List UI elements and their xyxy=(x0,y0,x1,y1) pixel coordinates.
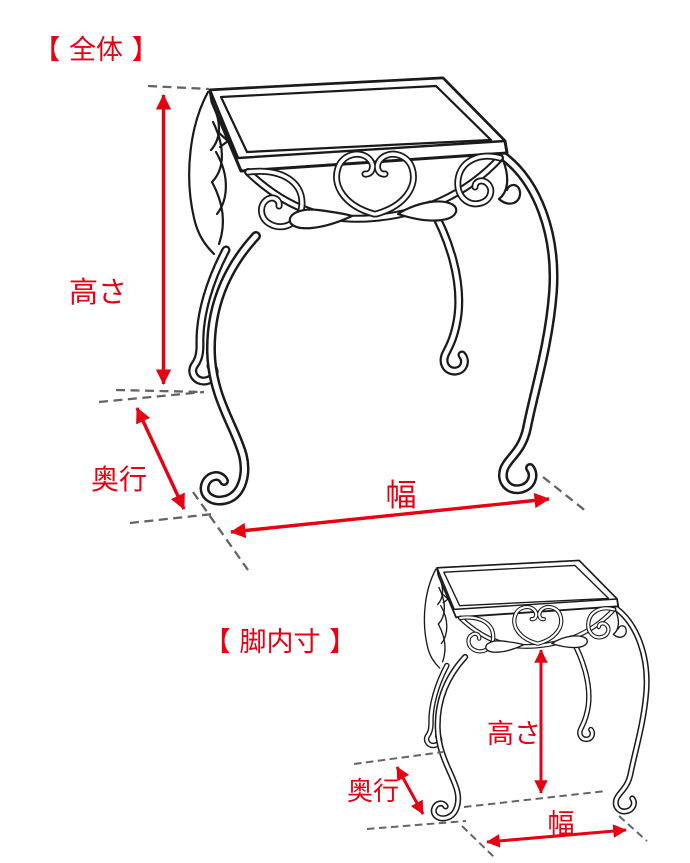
inner-depth-guide-lower xyxy=(366,820,467,830)
inner-depth-arrow xyxy=(395,766,425,815)
inner-depth-guide-upper xyxy=(353,751,444,765)
inner-width-guide-left xyxy=(461,825,496,859)
table-illustration-inner-leg xyxy=(424,561,646,819)
overall-width-arrow xyxy=(230,492,550,539)
overall-depth-arrow xyxy=(135,407,186,510)
inner-height-label: 高さ xyxy=(487,719,541,750)
overall-title: 【 全体 】 xyxy=(33,35,158,66)
overall-width-guide-right xyxy=(542,476,588,513)
overall-annotations: 高さ 奥行 幅 xyxy=(69,84,588,571)
inner-width-guide-right xyxy=(618,815,648,842)
inner-depth-label: 奥行 xyxy=(347,777,399,807)
overall-depth-guide-upper-b xyxy=(98,390,205,404)
overall-height-label: 高さ xyxy=(69,275,127,309)
table-illustration-overall xyxy=(189,78,553,501)
overall-width-label: 幅 xyxy=(386,478,417,514)
overall-depth-guide-lower xyxy=(129,512,214,525)
inner-ground-guide-dash xyxy=(463,790,607,808)
inner-leg-annotations: 高さ 奥行 幅 xyxy=(347,649,648,859)
inner-leg-title: 【 脚内寸 】 xyxy=(204,627,356,658)
overall-depth-label: 奥行 xyxy=(91,463,147,496)
inner-width-arrow xyxy=(486,824,627,848)
overall-depth-guide-upper-a xyxy=(115,388,205,394)
inner-width-label: 幅 xyxy=(548,809,575,840)
overall-width-guide-left xyxy=(192,491,249,571)
overall-top-guide-dash xyxy=(147,84,210,91)
